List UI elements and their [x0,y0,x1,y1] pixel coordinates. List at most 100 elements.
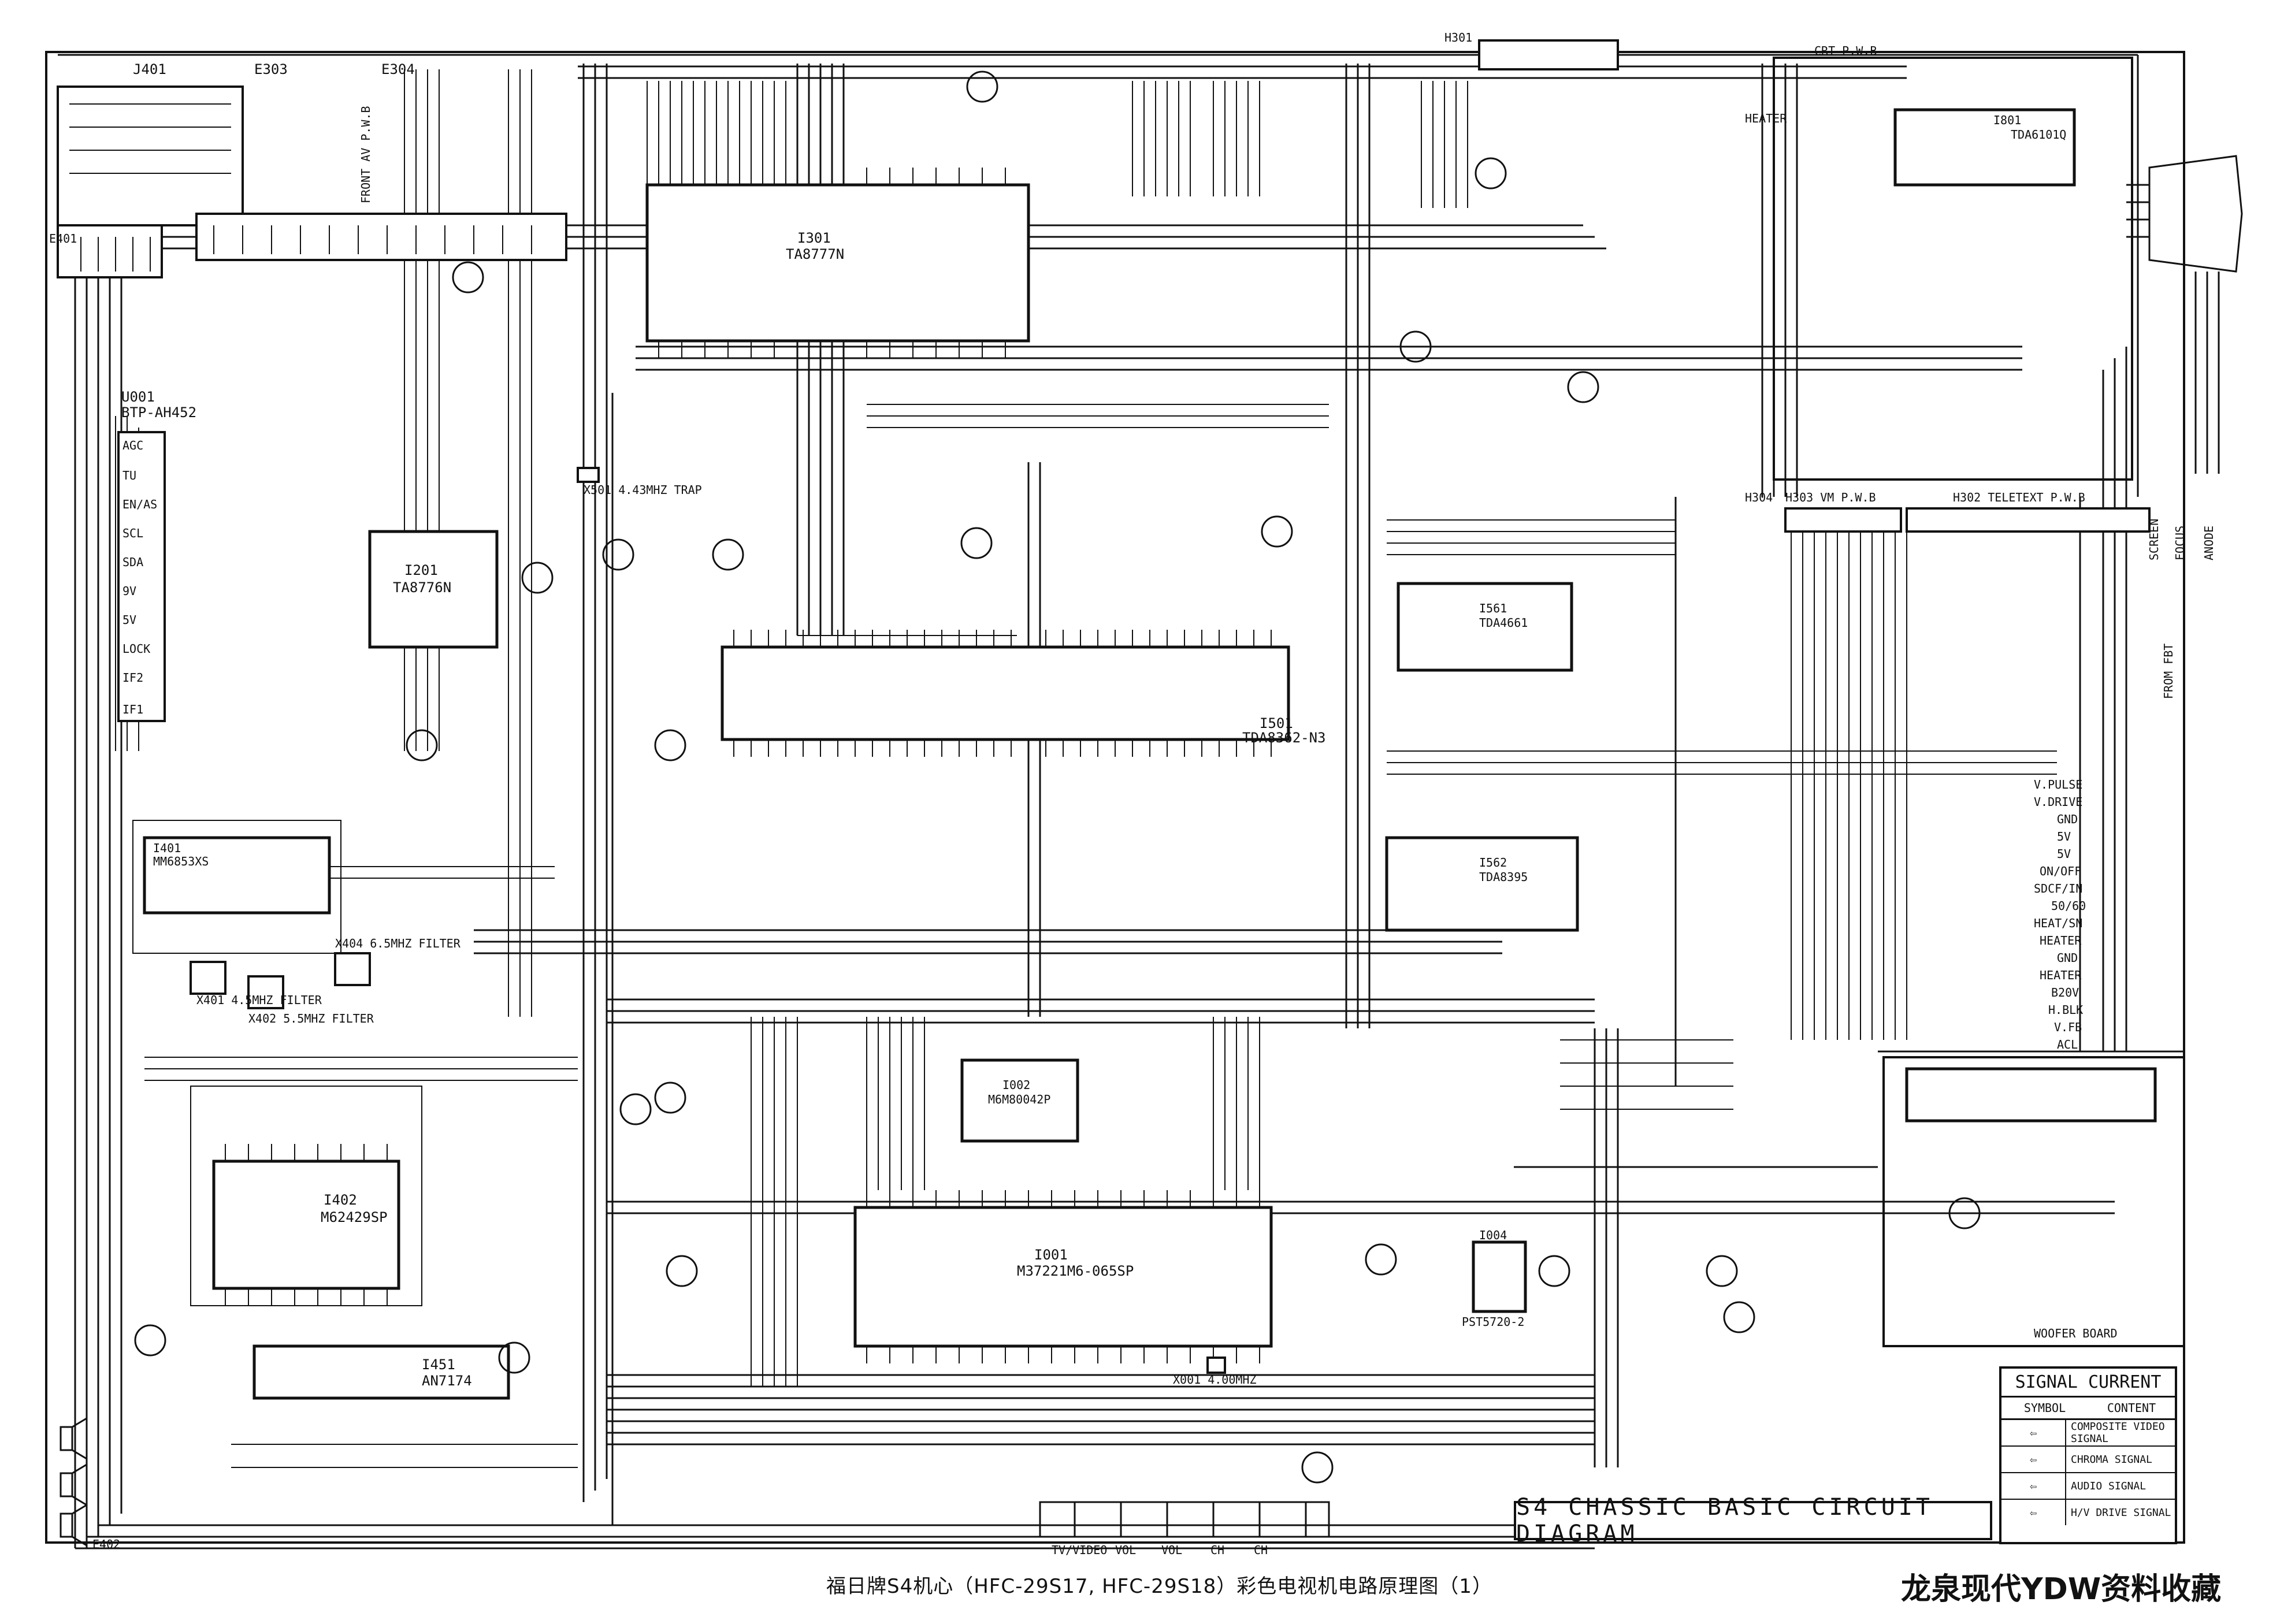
teletext-pin: GND [2057,951,2078,965]
teletext-pin: ON/OFF [2040,864,2081,878]
legend-row: ⇦ AUDIO SIGNAL [2001,1473,2175,1500]
ic-i301-pins [658,168,1006,358]
ic-i001 [853,1206,1273,1348]
input-connector [57,86,567,278]
ic-i501-pins [733,630,1272,757]
ic-i002 [960,1058,1079,1143]
cp-switch-label: TV/VIDEO [1052,1543,1107,1557]
tuner-pin-label: EN/AS [122,497,157,511]
connector-e401: E401 [49,232,77,246]
ic-i451-ref: I451 [422,1357,455,1373]
teletext-pin-column: V.PULSE V.DRIVE GND 5V 5V ON/OFF SDCF/IN… [2034,778,2086,1051]
tuner-pin-label: AGC [122,438,143,452]
ic-i401-ref: I401 [153,841,181,855]
cp-switch-label: VOL [1115,1543,1136,1557]
ic-i401-part: MM6853XS [153,854,209,868]
legend-row-content: COMPOSITE VIDEO SIGNAL [2071,1421,2165,1445]
woofer-ic [1905,1067,2157,1123]
ic-i004 [1472,1240,1527,1313]
diagram-caption: 福日牌S4机心（HFC-29S17, HFC-29S18）彩色电视机电路原理图（… [826,1575,1492,1598]
legend-header-symbol: SYMBOL [2023,1401,2066,1415]
ic-i402-part: M62429SP [321,1209,388,1225]
legend-arrow-icon: ⇦ [2001,1420,2066,1445]
anode-label: ANODE [2202,526,2216,560]
filter-x404-label: X404 6.5MHZ FILTER [335,937,461,950]
filter-x402-label: X402 5.5MHZ FILTER [248,1012,374,1025]
ic-i001-ref: I001 [1034,1247,1068,1263]
crystal-x001-label: X001 4.00MHZ [1173,1373,1257,1387]
ic-i401-outline [132,820,341,954]
ic-i201-ref: I201 [404,562,438,578]
tuner-part: BTP-AH452 [121,404,196,421]
teletext-pin: HEATER [2040,934,2082,947]
filter-x404 [334,952,371,986]
legend-row: ⇦ COMPOSITE VIDEO SIGNAL [2001,1420,2175,1447]
signal-current-legend: SIGNAL CURRENT SYMBOL CONTENT ⇦ COMPOSIT… [1999,1366,2177,1544]
ic-i402-ref: I402 [324,1192,357,1208]
ic-i301-part: TA8777N [786,246,844,262]
collection-watermark: 龙泉现代YDW资料收藏 [1901,1572,2222,1607]
teletext-pin: GND [2057,812,2078,826]
connector-h301: H301 [1444,31,1472,44]
cp-switch-label: VOL [1161,1543,1182,1557]
teletext-pin: HEATER [2040,968,2082,982]
ic-i201 [368,530,499,649]
ic-i501 [721,645,1290,741]
woofer-board-label: WOOFER BOARD [2034,1326,2118,1340]
ic-i451 [252,1344,510,1400]
woofer-board-outline [1882,1056,2185,1347]
legend-row-content: H/V DRIVE SIGNAL [2071,1506,2171,1519]
ic-i201-part: TA8776N [393,579,451,596]
teletext-pin: 5V [2057,830,2071,843]
legend-header-content: CONTENT [2107,1401,2156,1415]
speaker-icon [60,1417,88,1547]
legend-title: SIGNAL CURRENT [2001,1369,2175,1398]
tuner-ref: U001 [121,389,155,405]
connector-h302: H302 TELETEXT P.W.B [1953,490,2085,504]
connector-h302-body [1906,507,2151,533]
teletext-pin: V.PULSE [2034,778,2082,791]
tuner-pin-label: 5V [122,613,136,627]
ic-i004-ref: I004 [1479,1228,1507,1242]
focus-label: FOCUS [2173,526,2187,560]
connector-h304: H304 [1745,490,1773,504]
tuner-pin-label: IF1 [122,703,143,716]
connector-e402: E402 [92,1537,120,1551]
connector-j401: J401 [133,61,166,77]
ic-i002-part: M6M80042P [988,1092,1050,1106]
teletext-pin: 50/60 [2051,899,2086,913]
diagram-title-block: S4 CHASSIC BASIC CIRCUIT DIAGRAM [1514,1494,1992,1547]
teletext-pin: H.BLK [2048,1003,2083,1017]
teletext-pin: ACL [2057,1038,2078,1051]
cp-switch-label: CH [1254,1543,1268,1557]
tuner-pin-label: SCL [122,526,143,540]
filter-x402 [247,975,284,1009]
ic-i562-ref: I562 [1479,856,1507,869]
ic-i562-part: TDA8395 [1479,870,1528,884]
tuner-pin-label: IF2 [122,671,143,685]
teletext-pin: V.FB [2054,1020,2082,1034]
legend-arrow-icon: ⇦ [2001,1473,2066,1499]
filter-x401-label: X401 4.5MHZ FILTER [196,993,322,1007]
ic-i501-ref: I501 [1260,715,1293,731]
front-av-label: FRONT AV P.W.B [359,106,373,203]
crystal-x001 [1206,1357,1226,1374]
legend-arrow-icon: ⇦ [2001,1447,2066,1472]
ic-i401 [143,836,331,915]
ic-i004-part: PST5720-2 [1462,1315,1524,1329]
tuner-pin-label: LOCK [122,642,150,656]
wiring-thin [115,69,2057,1468]
connector-e304: E304 [381,61,415,77]
crt-pwb-label: CRT P.W.B [1814,44,1877,58]
legend-row-content: AUDIO SIGNAL [2071,1480,2147,1492]
ic-i501-part: TDA8362-N3 [1242,730,1326,746]
ic-i801-ref: I801 [1993,113,2021,127]
trap-x501 [577,467,600,483]
ic-i301-ref: I301 [797,230,831,246]
trap-x501-label: X501 4.43MHZ TRAP [584,483,702,497]
ic-i402-outline [190,1086,422,1306]
teletext-pin: 5V [2057,847,2071,861]
ic-i451-part: AN7174 [422,1373,472,1389]
ic-i561 [1397,582,1573,672]
ic-i562 [1385,836,1579,932]
